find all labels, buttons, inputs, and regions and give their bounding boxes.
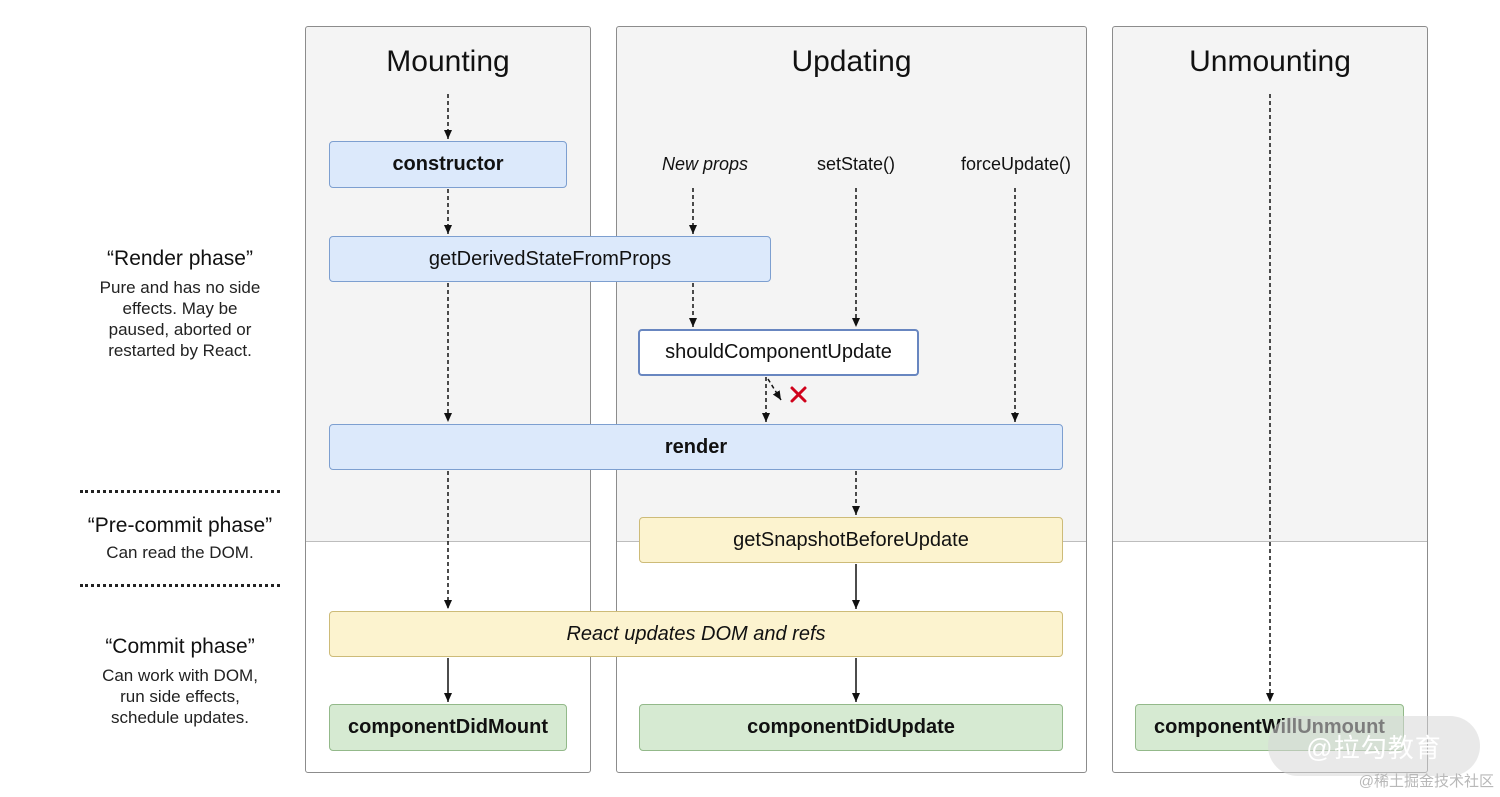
render-phase-desc-line: effects. May be [122, 299, 238, 318]
commit-phase-description: Can work with DOM, run side effects, sch… [70, 665, 290, 728]
component-did-mount-box: componentDidMount [329, 704, 567, 751]
watermark-badge: @拉勾教育 [1268, 716, 1480, 776]
mounting-title: Mounting [386, 45, 510, 78]
render-phase-desc-line: Pure and has no side [99, 278, 261, 297]
commit-phase-desc-line: schedule updates. [111, 708, 249, 727]
precommit-phase-desc-line: Can read the DOM. [106, 543, 254, 562]
get-derived-state-from-props-box: getDerivedStateFromProps [329, 236, 771, 282]
render-phase-description: Pure and has no side effects. May be pau… [70, 277, 290, 361]
component-did-update-box: componentDidUpdate [639, 704, 1063, 751]
precommit-phase-label: “Pre-commit phase” Can read the DOM. [70, 514, 290, 563]
force-update-label: forceUpdate() [960, 154, 1072, 174]
commit-phase-desc-line: run side effects, [120, 687, 240, 706]
cancel-x-icon [790, 386, 807, 403]
commit-phase-title: “Commit phase” [105, 635, 255, 658]
watermark-subtext: @稀土掘金技术社区 [1358, 773, 1494, 790]
unmounting-title: Unmounting [1189, 45, 1351, 78]
render-phase-label: “Render phase” Pure and has no side effe… [70, 247, 290, 361]
get-snapshot-before-update-box: getSnapshotBeforeUpdate [639, 517, 1063, 563]
new-props-label: New props [661, 154, 749, 174]
should-component-update-box: shouldComponentUpdate [638, 329, 919, 376]
render-phase-title: “Render phase” [107, 247, 253, 270]
precommit-phase-title: “Pre-commit phase” [87, 514, 273, 537]
react-updates-dom-box: React updates DOM and refs [329, 611, 1063, 657]
precommit-commit-divider [80, 584, 280, 587]
render-precommit-divider [80, 490, 280, 493]
arrow-scu-cancel [767, 378, 782, 401]
render-phase-desc-line: paused, aborted or [108, 320, 252, 339]
render-phase-desc-line: restarted by React. [108, 341, 252, 360]
updating-title: Updating [791, 45, 912, 78]
set-state-label: setState() [816, 154, 896, 174]
precommit-phase-description: Can read the DOM. [70, 542, 290, 563]
render-box: render [329, 424, 1063, 470]
commit-phase-label: “Commit phase” Can work with DOM, run si… [70, 635, 290, 728]
constructor-box: constructor [329, 141, 567, 188]
commit-phase-desc-line: Can work with DOM, [102, 666, 258, 685]
